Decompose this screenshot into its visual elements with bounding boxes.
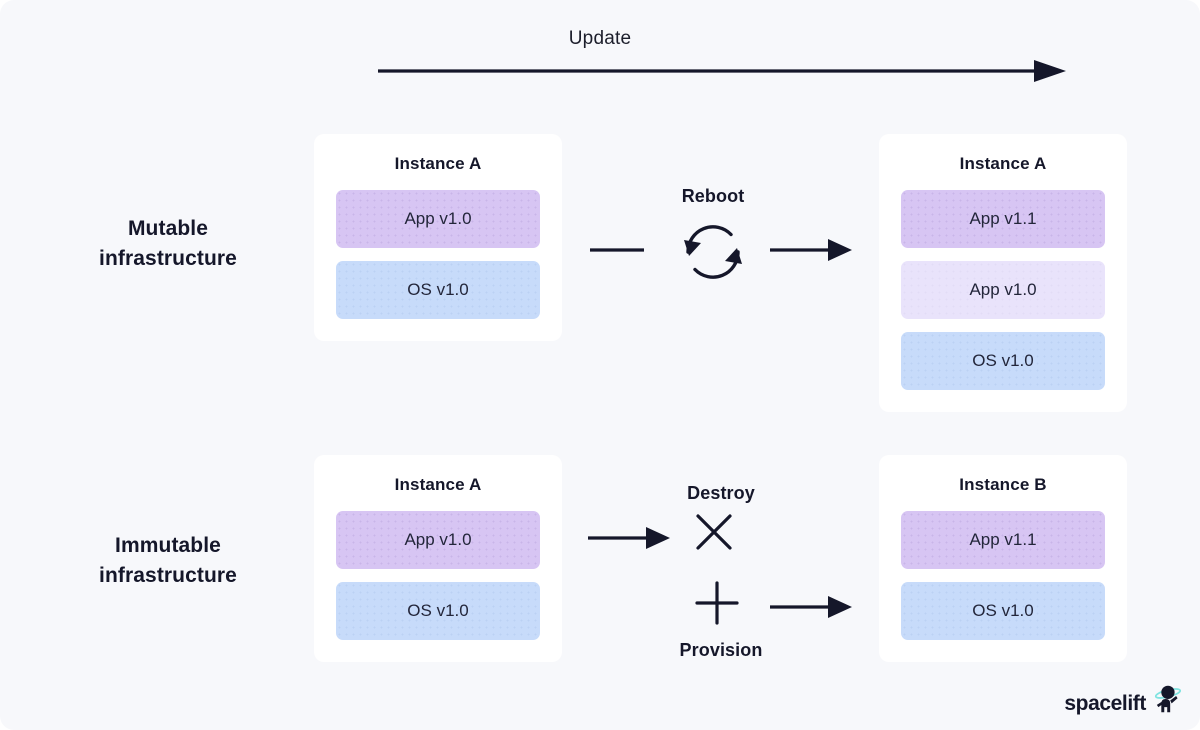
row-label-immutable-line1: Immutable	[115, 534, 221, 557]
instance-card-mutable-after: Instance A App v1.1 App v1.0 OS v1.0	[879, 134, 1137, 426]
plus-icon	[695, 581, 739, 625]
long-right-arrow-icon	[378, 60, 1066, 82]
layer-block-os: OS v1.0	[336, 261, 540, 319]
instance-card-immutable-before: Instance A App v1.0 OS v1.0	[314, 455, 572, 676]
instance-card-mutable-before: Instance A App v1.0 OS v1.0	[314, 134, 572, 355]
row-label-immutable-line2: infrastructure	[99, 563, 237, 587]
brand-name: spacelift	[1064, 692, 1146, 715]
circular-refresh-icon	[684, 225, 742, 279]
operation-label-reboot: Reboot	[681, 186, 745, 206]
layer-block-app-new: App v1.1	[901, 190, 1105, 248]
astronaut-planet-icon	[1154, 685, 1182, 713]
cross-x-icon	[696, 514, 732, 550]
card-title: Instance A	[394, 154, 482, 173]
layer-block-os: OS v1.0	[336, 582, 540, 640]
row-label-mutable: Mutable infrastructure	[18, 214, 318, 274]
card-title: Instance A	[394, 475, 482, 494]
right-arrow-icon	[770, 239, 852, 261]
update-flow-label: Update	[568, 28, 632, 49]
right-arrow-icon	[770, 596, 852, 618]
row-label-mutable-line2: infrastructure	[99, 246, 237, 270]
instance-card-immutable-after: Instance B App v1.1 OS v1.0	[879, 455, 1137, 676]
operation-label-destroy: Destroy	[687, 483, 755, 503]
layer-block-os: OS v1.0	[901, 582, 1105, 640]
brand-logo: spacelift	[1064, 684, 1182, 714]
row-label-mutable-line1: Mutable	[127, 217, 209, 240]
card-title: Instance B	[959, 475, 1047, 494]
plain-line-icon	[590, 248, 644, 252]
layer-block-app: App v1.0	[336, 511, 540, 569]
row-label-immutable: Immutable infrastructure	[18, 531, 318, 591]
right-arrow-icon	[588, 527, 670, 549]
card-title: Instance A	[959, 154, 1047, 173]
layer-block-app: App v1.1	[901, 511, 1105, 569]
layer-block-app-old: App v1.0	[901, 261, 1105, 319]
operation-label-provision: Provision	[679, 640, 763, 660]
layer-block-app: App v1.0	[336, 190, 540, 248]
layer-block-os: OS v1.0	[901, 332, 1105, 390]
